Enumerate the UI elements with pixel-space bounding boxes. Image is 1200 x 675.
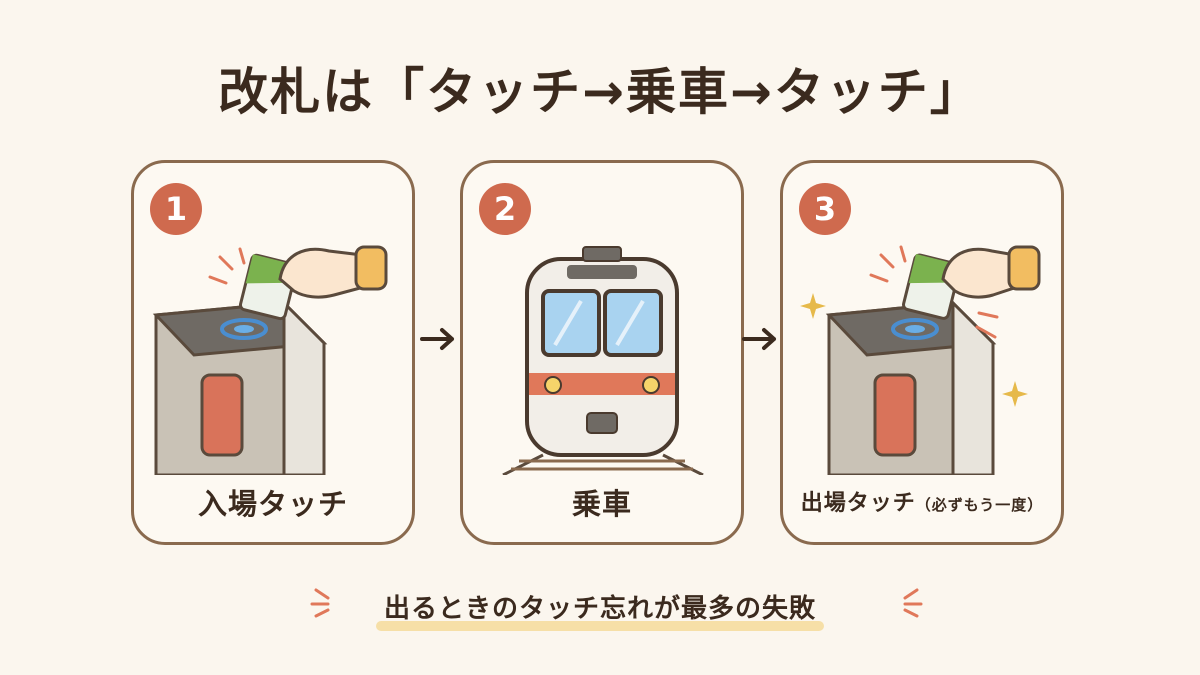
arrow-right-icon (420, 328, 454, 350)
emphasis-lines-icon (903, 588, 923, 618)
step-label-text: 出場タッチ (800, 491, 916, 516)
sparkle-icon (1002, 381, 1028, 407)
ticket-gate-illustration (800, 245, 1041, 475)
step-label-exit-touch: 出場タッチ（必ずもう一度） (783, 485, 1061, 517)
emphasis-lines-icon (310, 588, 330, 618)
step-number-badge: 1 (150, 183, 202, 235)
step-number-badge: 2 (479, 183, 531, 235)
footer-tip: 出るときのタッチ忘れが最多の失敗 (0, 588, 1200, 631)
arrow-right-icon (742, 328, 776, 350)
ticket-gate-illustration (152, 245, 388, 475)
step-label-note: （必ずもう一度） (915, 496, 1044, 514)
sparkle-icon (800, 293, 826, 319)
train-illustration (502, 246, 704, 475)
step-label-entry-touch: 入場タッチ (197, 487, 348, 521)
step-panel-exit: 3 出場タッチ（必ずもう一度） (780, 160, 1064, 545)
step-number-badge: 3 (799, 183, 851, 235)
footer-tip-text: 出るときのタッチ忘れが最多の失敗 (375, 588, 825, 631)
hand-icon (278, 245, 388, 299)
page-title: 改札は「タッチ→乗車→タッチ」 (218, 63, 982, 121)
step-label-ride: 乗車 (571, 487, 632, 521)
step-panel-ride: 2 乗車 (460, 160, 744, 545)
hand-icon (941, 245, 1041, 299)
step-panel-entry: 1 入場タッチ (131, 160, 415, 545)
